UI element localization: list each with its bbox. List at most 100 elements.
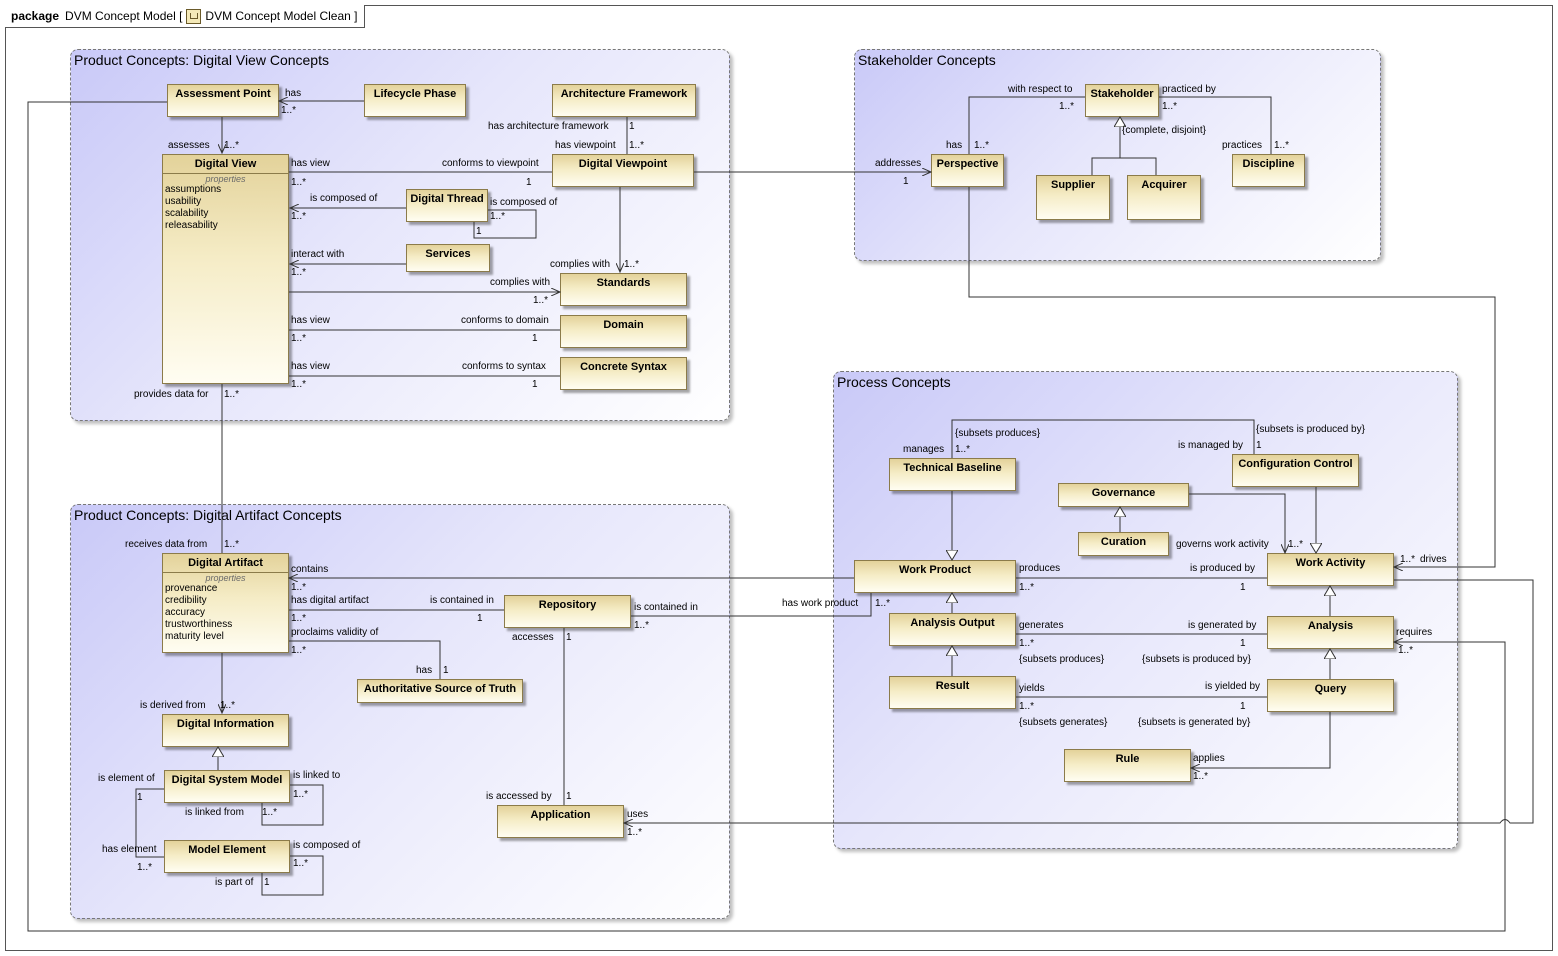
class-work-product[interactable]: Work Product xyxy=(854,560,1016,593)
class-application[interactable]: Application xyxy=(497,805,624,838)
class-concrete-syntax[interactable]: Concrete Syntax xyxy=(560,357,687,390)
association-label: 1 xyxy=(1240,638,1246,649)
package-title: Stakeholder Concepts xyxy=(858,52,996,68)
association-label: applies xyxy=(1193,753,1225,764)
class-result[interactable]: Result xyxy=(889,676,1016,709)
association-label: practiced by xyxy=(1162,84,1216,95)
association-label: is linked from xyxy=(185,807,244,818)
association-label: has element xyxy=(102,844,157,855)
association-label: generates xyxy=(1019,620,1064,631)
class-curation[interactable]: Curation xyxy=(1078,532,1169,556)
association-label: is managed by xyxy=(1178,440,1244,451)
class-configuration-control[interactable]: Configuration Control xyxy=(1232,454,1359,487)
class-services[interactable]: Services xyxy=(406,244,490,272)
association-label: 1..* xyxy=(1059,101,1075,112)
association-label: is contained in xyxy=(430,595,494,606)
association-label: addresses xyxy=(875,158,922,169)
association-label: 1 xyxy=(566,791,572,802)
association-label: 1 xyxy=(532,333,538,344)
association-label: has work product xyxy=(782,598,859,609)
association-label: is derived from xyxy=(140,700,206,711)
diagram-frame xyxy=(5,5,1553,951)
association-label: 1 xyxy=(566,632,572,643)
association-label: practices xyxy=(1222,140,1263,151)
association-label: 1..* xyxy=(291,211,307,222)
class-supplier[interactable]: Supplier xyxy=(1036,175,1110,220)
association-label: is linked to xyxy=(293,770,341,781)
association-label: 1..* xyxy=(1019,638,1035,649)
class-digital-information[interactable]: Digital Information xyxy=(162,714,289,747)
association-label: {subsets is produced by} xyxy=(1142,654,1251,665)
class-digital-thread[interactable]: Digital Thread xyxy=(406,189,488,222)
association-label: has digital artifact xyxy=(291,595,369,606)
association-label: has xyxy=(285,88,302,99)
association-label: 1..* xyxy=(291,379,307,390)
association-label: 1..* xyxy=(291,267,307,278)
association-label: 1..* xyxy=(627,827,643,838)
class-architecture-framework[interactable]: Architecture Framework xyxy=(552,84,696,117)
package-title: Process Concepts xyxy=(837,374,951,390)
association-label: yields xyxy=(1019,683,1045,694)
class-digital-viewpoint[interactable]: Digital Viewpoint xyxy=(552,154,694,187)
class-model-element[interactable]: Model Element xyxy=(164,840,290,873)
association-label: 1..* xyxy=(293,858,309,869)
association-label: drives xyxy=(1420,554,1447,565)
association-label: assesses xyxy=(168,140,210,151)
class-repository[interactable]: Repository xyxy=(504,595,631,628)
association-label: accesses xyxy=(512,632,554,643)
association-label: 1..* xyxy=(291,582,307,593)
association-label: 1..* xyxy=(291,645,307,656)
association-label: conforms to viewpoint xyxy=(442,158,539,169)
association-label: uses xyxy=(627,809,649,820)
association-label: 1..* xyxy=(1193,771,1209,782)
association-label: 1 xyxy=(1240,701,1246,712)
association-label: 1 xyxy=(137,792,143,803)
association-label: contains xyxy=(291,564,329,575)
class-authoritative-source[interactable]: Authoritative Source of Truth xyxy=(357,679,523,703)
association-label: 1 xyxy=(532,379,538,390)
diagram-header: package DVM Concept Model [ DVM Concept … xyxy=(5,5,365,28)
association-label: has view xyxy=(291,361,330,372)
association-label: is yielded by xyxy=(1205,681,1261,692)
association-label: 1..* xyxy=(955,444,971,455)
association-label: complies with xyxy=(490,277,551,288)
association-label: is accessed by xyxy=(486,791,552,802)
class-lifecycle-phase[interactable]: Lifecycle Phase xyxy=(364,84,466,117)
association-label: 1 xyxy=(1240,582,1246,593)
association-label: 1..* xyxy=(974,140,990,151)
association-label: 1..* xyxy=(224,389,240,400)
association-label: manages xyxy=(903,444,945,455)
association-label: is composed of xyxy=(310,193,378,204)
association-label: 1..* xyxy=(1162,101,1178,112)
association-label: has viewpoint xyxy=(555,140,616,151)
class-digital-artifact[interactable]: Digital Artifact properties provenance c… xyxy=(162,553,289,653)
association-label: 1..* xyxy=(220,700,236,711)
package-keyword: package xyxy=(11,9,60,23)
association-label: 1 xyxy=(629,121,635,132)
package-title: Product Concepts: Digital View Concepts xyxy=(74,52,329,68)
association-label: requires xyxy=(1396,627,1433,638)
class-discipline[interactable]: Discipline xyxy=(1232,154,1305,187)
association-label: 1..* xyxy=(224,539,240,550)
class-technical-baseline[interactable]: Technical Baseline xyxy=(889,458,1016,491)
class-rule[interactable]: Rule xyxy=(1064,749,1191,782)
class-digital-system-model[interactable]: Digital System Model xyxy=(164,770,290,803)
class-acquirer[interactable]: Acquirer xyxy=(1127,175,1201,220)
association-label: interact with xyxy=(291,249,345,260)
association-label: 1..* xyxy=(281,105,297,116)
association-label: {complete, disjoint} xyxy=(1122,125,1206,136)
association-label: governs work activity xyxy=(1176,539,1269,550)
class-query[interactable]: Query xyxy=(1267,679,1394,712)
association-label: 1..* xyxy=(291,333,307,344)
package-title: Product Concepts: Digital Artifact Conce… xyxy=(74,507,342,523)
association-label: is contained in xyxy=(634,602,698,613)
class-governance[interactable]: Governance xyxy=(1058,483,1189,507)
class-domain[interactable]: Domain xyxy=(560,315,687,348)
class-standards[interactable]: Standards xyxy=(560,273,687,306)
class-digital-view[interactable]: Digital View properties assumptions usab… xyxy=(162,154,289,384)
association-label: 1..* xyxy=(1019,582,1035,593)
model-name: DVM Concept Model xyxy=(65,9,176,23)
association-label: 1 xyxy=(903,176,909,187)
association-label: 1..* xyxy=(262,807,278,818)
